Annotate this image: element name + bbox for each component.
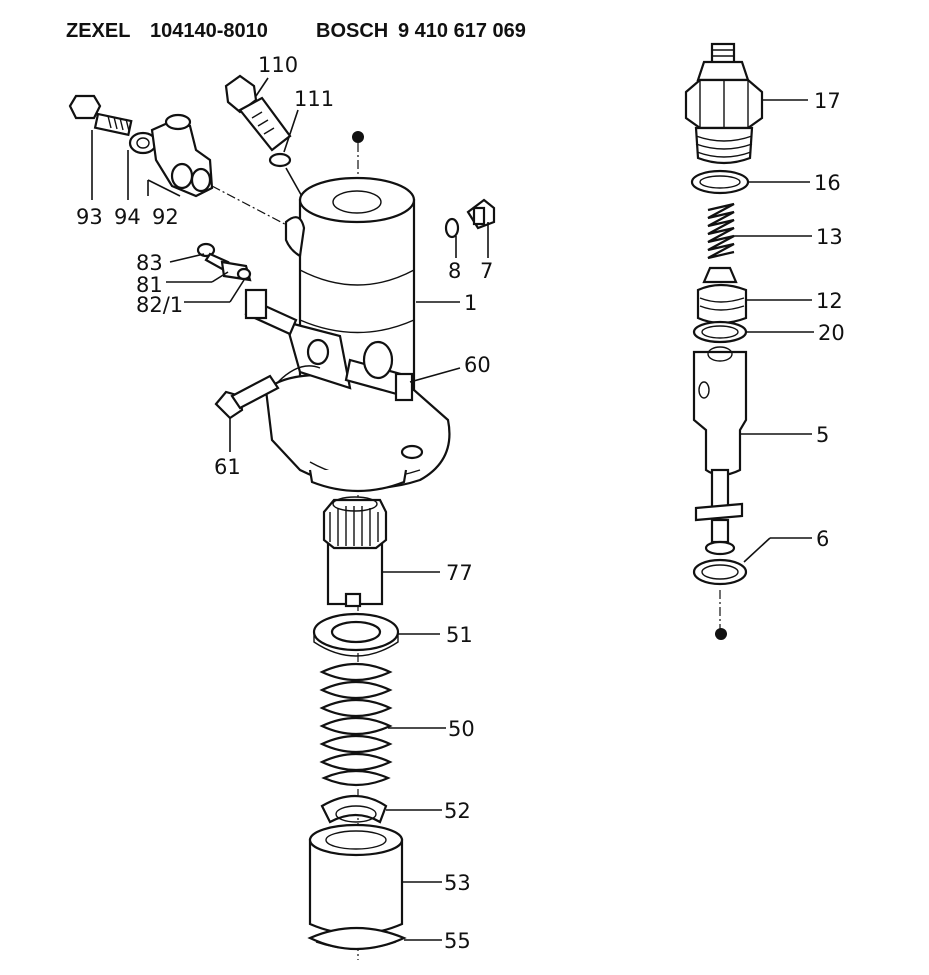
label-111: 111 <box>294 87 334 111</box>
header-brand-bosch: BOSCH <box>316 20 388 42</box>
banjo-bolt-part <box>68 94 133 137</box>
label-83: 83 <box>136 251 163 275</box>
lower-seat-part <box>320 795 388 824</box>
label-52: 52 <box>444 799 471 823</box>
tappet-part <box>308 823 404 936</box>
axis-bottom-dot <box>715 628 727 640</box>
washer-111-part <box>268 152 292 168</box>
valve-spring-part <box>707 202 735 260</box>
label-77: 77 <box>446 561 473 585</box>
label-81: 81 <box>136 273 163 297</box>
washer-82-part <box>236 267 252 281</box>
label-7: 7 <box>480 259 493 283</box>
label-94: 94 <box>114 205 141 229</box>
label-60: 60 <box>464 353 491 377</box>
label-53: 53 <box>444 871 471 895</box>
header-brand-zexel: ZEXEL <box>66 20 130 42</box>
label-93: 93 <box>76 205 103 229</box>
bolt-61-part <box>214 374 280 420</box>
header-bosch-number: 9 410 617 069 <box>398 20 526 42</box>
label-6: 6 <box>816 527 829 551</box>
label-20: 20 <box>818 321 845 345</box>
label-110: 110 <box>258 53 298 77</box>
label-1: 1 <box>464 291 477 315</box>
label-82-1: 82/1 <box>136 293 183 317</box>
label-12: 12 <box>816 289 843 313</box>
leader-lines <box>91 77 814 941</box>
barrel-plunger-part <box>692 346 748 556</box>
washer-6-part <box>692 558 748 586</box>
label-55: 55 <box>444 929 471 953</box>
plunger-spring-part <box>319 662 393 787</box>
bleed-screw-110-part <box>224 74 292 152</box>
inlet-boss-part <box>284 216 306 258</box>
label-17: 17 <box>814 89 841 113</box>
label-8: 8 <box>448 259 461 283</box>
label-50: 50 <box>448 717 475 741</box>
control-sleeve-part <box>322 496 388 608</box>
header-zexel-number: 104140-8010 <box>150 20 268 42</box>
axis-top-dot <box>352 131 364 143</box>
label-61: 61 <box>214 455 241 479</box>
screw-7-part <box>466 198 496 230</box>
valve-holder-part <box>684 42 764 165</box>
label-5: 5 <box>816 423 829 447</box>
banjo-fitting-part <box>150 113 214 198</box>
washer-8-part <box>444 217 460 239</box>
label-92: 92 <box>152 205 179 229</box>
spring-seat-part <box>312 612 400 657</box>
delivery-valve-part <box>696 266 748 325</box>
label-13: 13 <box>816 225 843 249</box>
snap-ring-part <box>307 926 407 951</box>
label-51: 51 <box>446 623 473 647</box>
label-16: 16 <box>814 171 841 195</box>
pump-body-part <box>244 176 451 493</box>
